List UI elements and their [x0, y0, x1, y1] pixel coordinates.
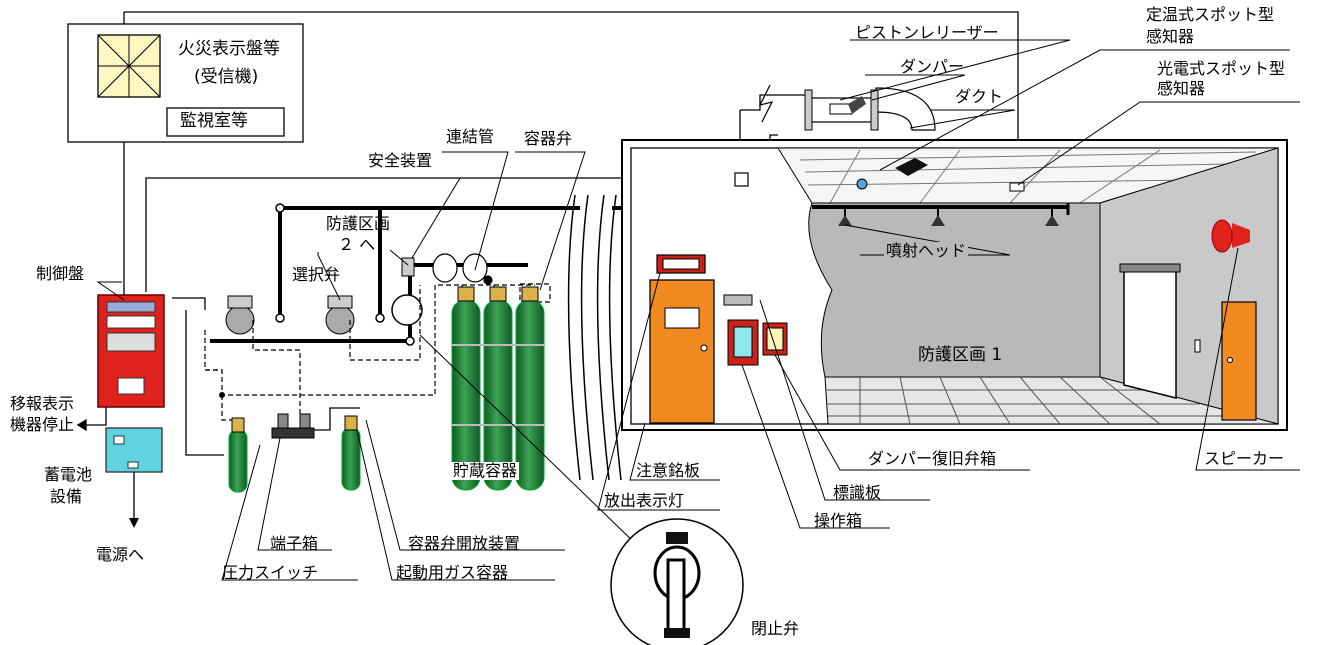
discharge-lamp-label: 放出表示灯 — [604, 491, 685, 510]
operation-box-icon — [727, 319, 759, 366]
protection-zone-room — [621, 139, 1288, 431]
selector-valve-1-icon — [225, 295, 255, 335]
container-valve-label: 容器弁 — [524, 129, 573, 148]
terminal-box-label: 端子箱 — [270, 534, 319, 553]
stop-valve-label: 閉止弁 — [751, 619, 800, 638]
selector-valve-2-icon — [325, 295, 355, 335]
warning-plate-label: 注意銘板 — [636, 461, 701, 480]
startup-gas-cylinder-left-icon — [228, 417, 248, 493]
battery-label-line2: 設備 — [50, 487, 83, 506]
heat-detector-icon — [895, 158, 928, 176]
protection-zone-1-label: 防護区画 1 — [916, 345, 1005, 365]
storage-cylinders-icon — [451, 286, 545, 491]
startup-gas-label: 起動用ガス容器 — [396, 563, 509, 582]
speaker-icon — [1211, 219, 1250, 253]
storage-container-label: 貯蔵容器 — [451, 461, 520, 480]
sign-plate-icon — [723, 294, 753, 306]
speaker-label: スピーカー — [1204, 449, 1285, 468]
monitor-room-label: 監視室等 — [180, 111, 248, 131]
stop-valve-detail-icon — [419, 334, 744, 645]
operation-box-label: 操作箱 — [814, 511, 863, 530]
damper-reset-box-label: ダンパー復旧弁箱 — [868, 449, 997, 468]
selector-valve-label: 選択弁 — [292, 265, 341, 284]
battery-icon — [105, 427, 163, 528]
nozzle-head-1-icon — [838, 207, 852, 226]
fire-panel-icon — [97, 34, 161, 98]
photo-detector-label-line1: 光電式スポット型 — [1157, 59, 1286, 78]
piston-releaser-icon — [829, 96, 866, 115]
nozzle-head-3-icon — [1045, 207, 1059, 226]
safety-device-label: 安全装置 — [368, 151, 433, 170]
pressure-switch-label: 圧力スイッチ — [222, 563, 319, 582]
receiver-label: (受信機) — [194, 67, 259, 87]
protection-zone-2-label-line2: ２ へ — [338, 235, 376, 254]
nozzle-head-2-icon — [931, 207, 945, 226]
fire-panel-label: 火災表示盤等 — [178, 39, 280, 59]
nozzle-pipe — [812, 203, 1070, 215]
control-panel-icon — [97, 294, 165, 408]
manifold-icon — [432, 253, 493, 285]
startup-gas-cylinder-right-icon — [341, 415, 361, 491]
damper-reset-box-icon — [762, 322, 788, 356]
safety-device-icon — [401, 257, 415, 277]
duct-label: ダクト — [955, 87, 1004, 106]
battery-label-line1: 蓄電池 — [44, 465, 93, 484]
protection-zone-2-label-line1: 防護区画 — [326, 214, 391, 233]
valve-opener-label: 容器弁開放装置 — [408, 534, 521, 553]
photo-detector-icon — [1009, 182, 1025, 192]
pressure-switch-icon — [271, 413, 315, 439]
control-panel-label: 制御盤 — [36, 264, 85, 283]
leader-lines — [96, 39, 1300, 581]
heat-detector-label-line1: 定温式スポット型 — [1146, 5, 1275, 24]
to-power-label: 電源へ — [96, 545, 145, 564]
entrance-door-icon — [649, 279, 715, 424]
transfer-stop-label-line2: 機器停止 — [10, 415, 75, 434]
nozzle-label: 噴射ヘッド — [884, 241, 969, 260]
piston-releaser-label: ピストンレリーザー — [855, 23, 999, 42]
heat-detector-label-line2: 感知器 — [1146, 27, 1195, 46]
damper-label: ダンパー — [900, 57, 965, 76]
transfer-stop-label-line1: 移報表示 — [10, 394, 75, 413]
discharge-lamp-icon — [656, 254, 706, 274]
connecting-pipe-label: 連結管 — [446, 127, 495, 146]
photo-detector-label-line2: 感知器 — [1157, 79, 1206, 98]
sign-plate-label: 標識板 — [833, 483, 882, 502]
